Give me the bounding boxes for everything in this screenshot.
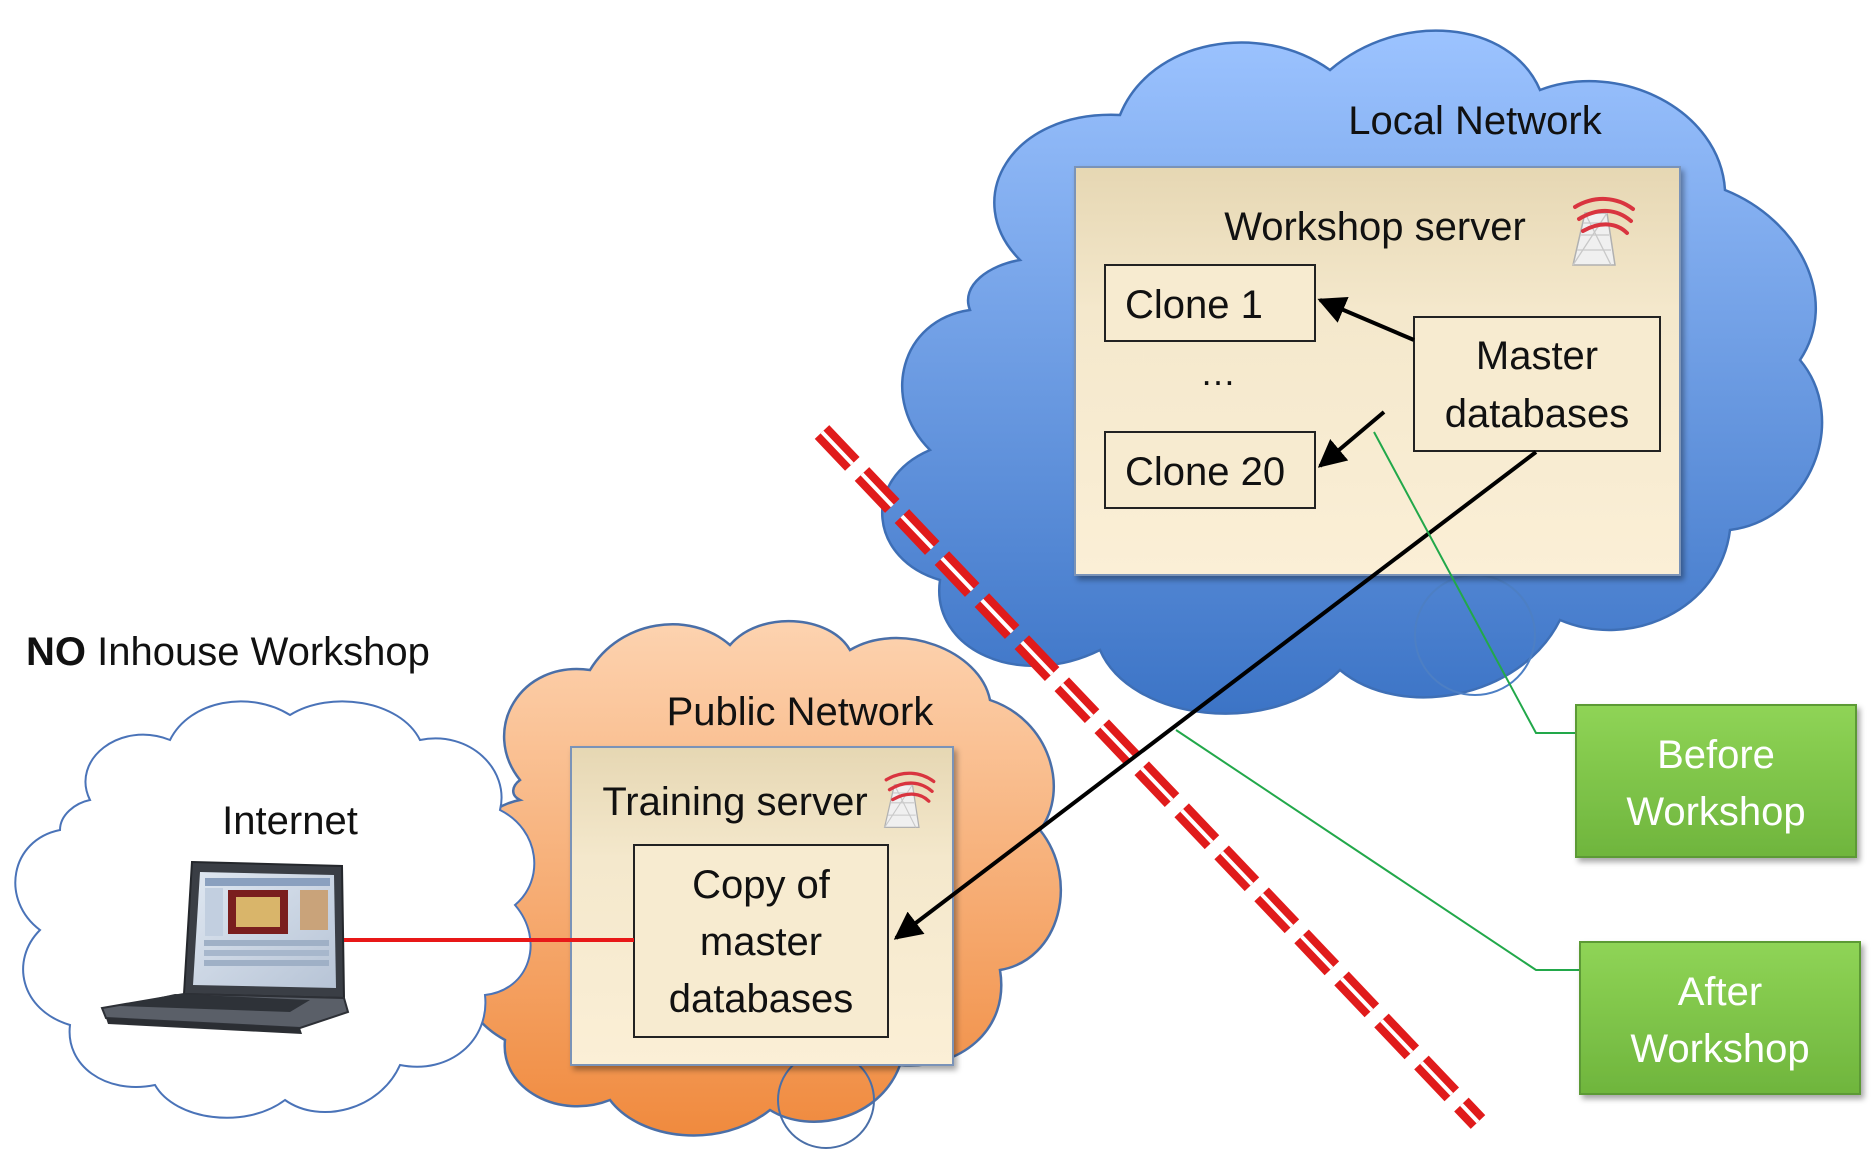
sql-server-icon (1572, 196, 1635, 266)
before-workshop-leader (1373, 431, 1576, 734)
firewall-line (814, 425, 1486, 1129)
copy-databases-line2: master (700, 920, 822, 964)
heading-bold: NO (26, 630, 86, 674)
after-workshop-line1: After (1678, 970, 1762, 1014)
heading: NO Inhouse Workshop (26, 630, 430, 674)
training-server-label: Training server (602, 780, 867, 824)
internet-label: Internet (222, 799, 358, 843)
clone-1-label: Clone 1 (1125, 283, 1263, 327)
before-workshop-line1: Before (1657, 733, 1775, 777)
clone-20-arrow (1317, 410, 1386, 468)
after-workshop-leader (1175, 729, 1580, 971)
public-network-label: Public Network (667, 690, 935, 734)
after-workshop-box (1579, 941, 1861, 1095)
before-workshop-line2: Workshop (1626, 790, 1805, 834)
before-workshop-box (1575, 704, 1857, 858)
laptop-icon (100, 860, 350, 1034)
copy-databases-box (633, 844, 889, 1038)
clone-20-label: Clone 20 (1125, 450, 1285, 494)
master-databases-line2: databases (1445, 392, 1630, 436)
after-workshop-line2: Workshop (1630, 1027, 1809, 1071)
master-databases-box (1413, 316, 1661, 452)
clone-1-box (1104, 264, 1316, 342)
heading-rest: Inhouse Workshop (86, 630, 430, 674)
local-network-label: Local Network (1348, 99, 1602, 143)
clone-ellipsis: … (1200, 352, 1236, 393)
clone-1-arrow (1317, 296, 1415, 342)
workshop-server-label: Workshop server (1224, 205, 1526, 249)
sql-server-icon (883, 771, 936, 829)
copy-databases-line3: databases (669, 977, 854, 1021)
master-databases-line1: Master (1476, 334, 1598, 378)
copy-databases-line1: Copy of (692, 863, 831, 907)
clone-20-box (1104, 431, 1316, 509)
